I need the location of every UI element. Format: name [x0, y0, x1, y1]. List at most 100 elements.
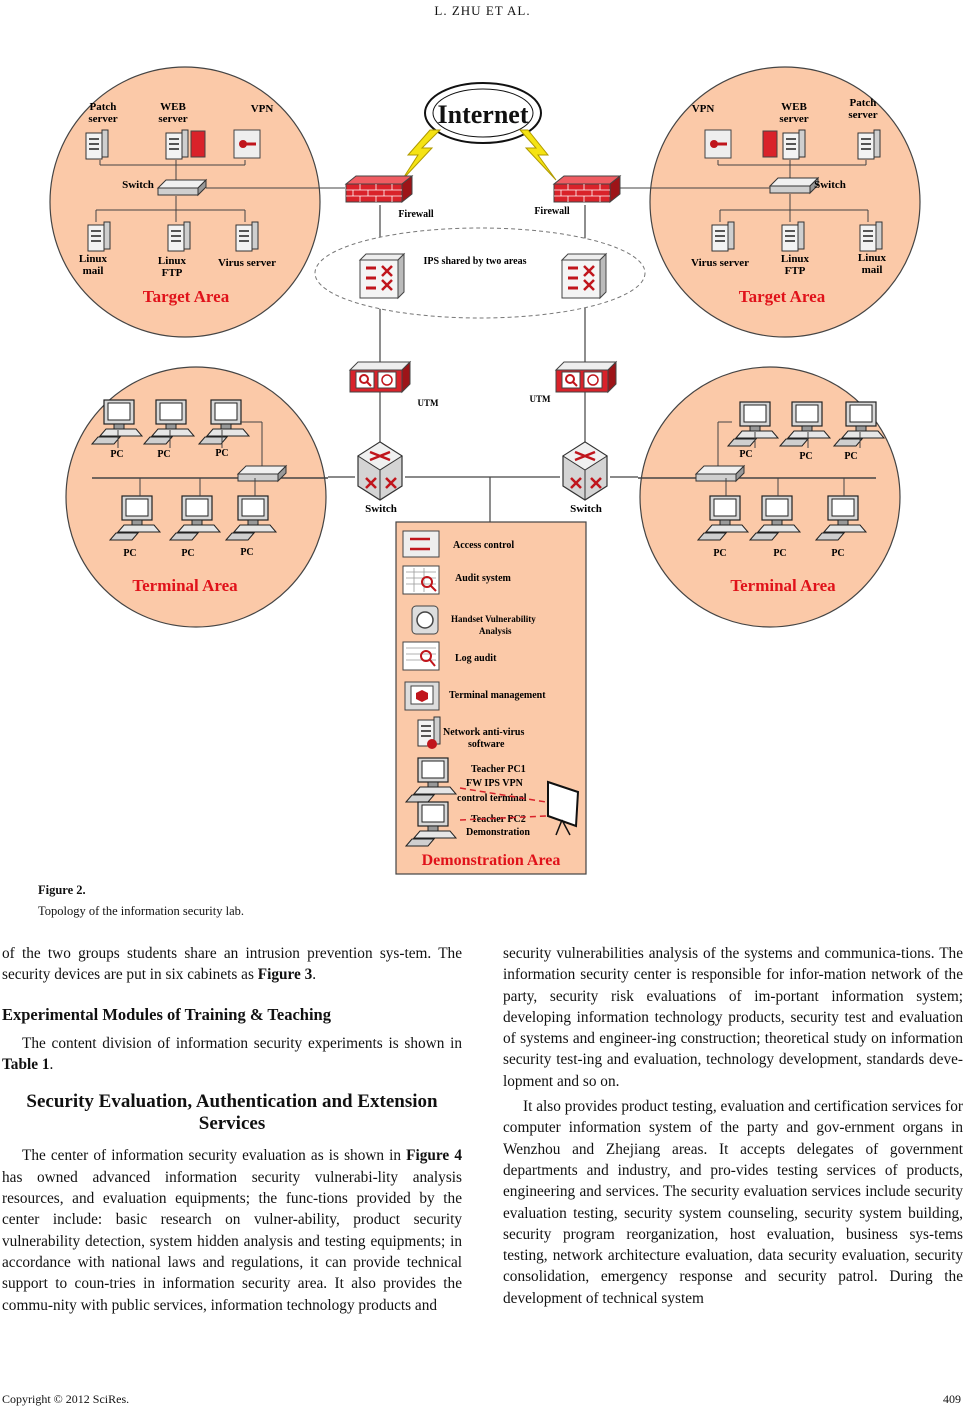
left-terminal-area: PC PC PC PC PC PC Terminal Area — [65, 366, 328, 628]
paragraph-end: . — [312, 966, 317, 984]
audit-system-label: Audit system — [455, 573, 512, 584]
log-audit-label: Log audit — [455, 653, 497, 664]
running-header: L. ZHU ET AL. — [434, 3, 531, 18]
left-ips-icon — [358, 252, 406, 300]
handset-label-1: Handset Vulnerability — [451, 614, 536, 624]
patch-server-icon — [85, 129, 109, 160]
access-control-label: Access control — [453, 540, 514, 551]
log-audit-icon — [402, 641, 440, 671]
left-firewall-label: Firewall — [398, 209, 434, 220]
web-firewall-icon — [190, 130, 206, 158]
paragraph: The center of information security evalu… — [2, 1145, 462, 1315]
right-target-switch-label: Switch — [814, 179, 846, 191]
page-number: 409 — [943, 1392, 961, 1406]
pc-label: PC — [157, 449, 170, 460]
right-terminal-switch-icon — [695, 465, 745, 482]
left-utm-icon — [349, 361, 411, 393]
r-web-server-icon — [782, 129, 806, 160]
paragraph-text: The center of information security evalu… — [22, 1147, 407, 1165]
paragraph: of the two groups students share an intr… — [2, 943, 462, 986]
ips-shared-label: IPS shared by two areas — [424, 256, 527, 267]
r-vpn-label: VPN — [692, 103, 715, 115]
right-lightning-icon — [518, 129, 557, 181]
teacher1-label-3: control terminal — [457, 793, 527, 804]
left-core-switch-label: Switch — [365, 503, 397, 515]
linux-mail-label-2: mail — [83, 265, 104, 277]
left-core-switch-icon — [356, 440, 404, 502]
paragraph-text: The content division of information secu… — [22, 1034, 462, 1052]
r-linux-mail-label-1: Linux — [858, 252, 887, 264]
r-linux-ftp-label-1: Linux — [781, 253, 810, 265]
handset-analysis-icon — [411, 605, 439, 635]
right-utm-label: UTM — [530, 394, 552, 404]
left-target-switch-label: Switch — [122, 179, 154, 191]
pc-label: PC — [123, 548, 136, 559]
right-firewall-label: Firewall — [534, 206, 570, 217]
pc-label: PC — [215, 448, 228, 459]
copyright-footer: Copyright © 2012 SciRes. — [2, 1392, 130, 1406]
figure-ref: Figure 4 — [406, 1147, 462, 1165]
vpn-icon — [233, 129, 261, 159]
figure-caption-label: Figure 2. — [38, 883, 86, 897]
antivirus-label-2: software — [468, 739, 505, 750]
pc-label: PC — [844, 451, 857, 462]
paragraph-text: has owned advanced information security … — [2, 1168, 462, 1314]
access-control-icon — [402, 530, 440, 558]
right-firewall-icon — [553, 175, 621, 203]
table-ref: Table 1 — [2, 1056, 50, 1074]
left-target-switch-icon — [157, 179, 207, 196]
left-lightning-icon — [401, 129, 442, 181]
teacher2-label-2: Demonstration — [466, 827, 530, 838]
r-linux-ftp-server-icon — [781, 221, 805, 252]
linux-mail-server-icon — [87, 221, 111, 252]
left-target-area: Patch server WEB server VPN Switch Linux… — [49, 66, 345, 338]
left-utm-label: UTM — [418, 398, 440, 408]
left-terminal-switch-icon — [237, 465, 287, 482]
web-label-1: WEB — [160, 101, 186, 113]
pc-label: PC — [240, 547, 253, 558]
antivirus-icon — [417, 716, 441, 749]
antivirus-label-1: Network anti-virus — [443, 727, 524, 738]
r-virus-server-icon — [711, 221, 735, 252]
pc-label: PC — [773, 548, 786, 559]
patch-label-2: server — [88, 113, 117, 125]
internet-label: Internet — [438, 100, 529, 129]
web-label-2: server — [158, 113, 187, 125]
right-column: security vulnerabilities analysis of the… — [503, 943, 963, 1309]
pc-label: PC — [831, 548, 844, 559]
virus-server-label: Virus server — [218, 257, 276, 269]
vpn-label: VPN — [251, 103, 274, 115]
paragraph-text: of the two groups students share an intr… — [2, 945, 462, 984]
paragraph: The content division of information secu… — [2, 1033, 462, 1076]
linux-ftp-label-2: FTP — [162, 267, 183, 279]
linux-ftp-label-1: Linux — [158, 255, 187, 267]
pc-label: PC — [181, 548, 194, 559]
right-ips-icon — [560, 252, 608, 300]
terminal-management-label: Terminal management — [449, 690, 546, 701]
pc-label: PC — [713, 548, 726, 559]
r-patch-label-1: Patch — [850, 97, 877, 109]
projection-screen-icon — [547, 780, 580, 836]
right-core-switch-icon — [561, 440, 609, 502]
modules-heading: Experimental Modules of Training & Teach… — [2, 1004, 331, 1024]
r-web-firewall-icon — [762, 130, 778, 158]
figure-ref: Figure 3 — [257, 966, 313, 984]
pc-label: PC — [799, 451, 812, 462]
web-server-icon — [165, 129, 189, 160]
right-utm-icon — [555, 361, 617, 393]
r-linux-mail-label-2: mail — [862, 264, 883, 276]
paragraph: It also provides product testing, evalua… — [503, 1098, 963, 1307]
teacher1-label-1: Teacher PC1 — [471, 764, 526, 775]
paragraph: security vulnerabilities analysis of the… — [503, 945, 963, 1090]
right-terminal-title: Terminal Area — [730, 576, 836, 595]
r-linux-ftp-label-2: FTP — [785, 265, 806, 277]
figure-caption-text: Topology of the information security lab… — [38, 904, 245, 918]
r-web-label-2: server — [779, 113, 808, 125]
demonstration-title: Demonstration Area — [422, 852, 561, 869]
right-core-switch-label: Switch — [570, 503, 602, 515]
r-web-label-1: WEB — [781, 101, 807, 113]
patch-label-1: Patch — [90, 101, 117, 113]
r-linux-mail-server-icon — [859, 221, 883, 252]
topology-figure: Internet Patch server WEB server VPN Swi… — [49, 66, 921, 875]
section-heading: Security Evaluation, Authentication and … — [26, 1091, 438, 1135]
